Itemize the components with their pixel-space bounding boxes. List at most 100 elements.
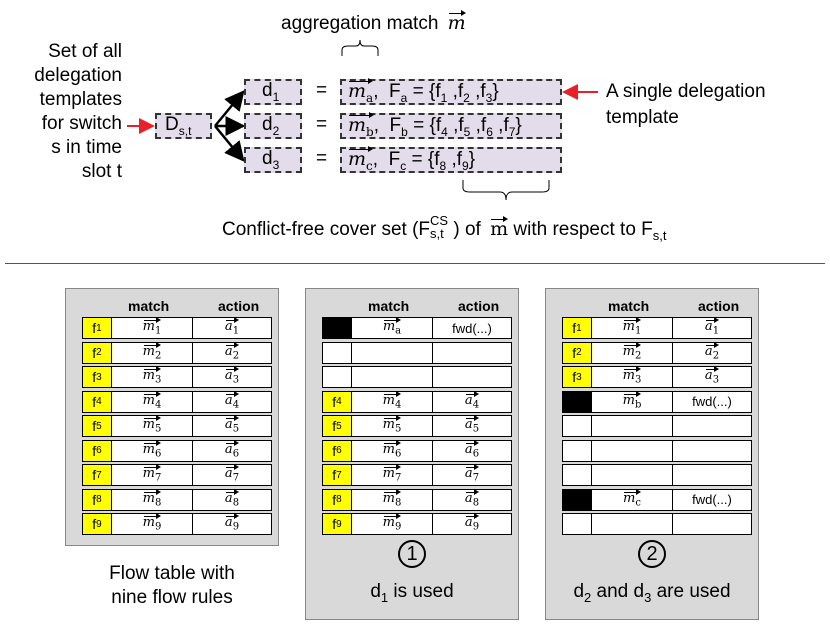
column-header-action: action: [698, 298, 740, 314]
match-cell: m1: [111, 317, 193, 339]
match-cell: [591, 464, 673, 486]
match-cell: m1: [591, 317, 673, 339]
cover-set-brace: [462, 180, 550, 201]
action-cell: fwd(...): [432, 317, 512, 339]
branch-arrow-d3: [214, 125, 245, 162]
match-cell: [351, 341, 433, 364]
delegation-set-description: Set of all delegation templates for swit…: [34, 41, 122, 182]
template-d3-node: d3: [244, 147, 302, 173]
match-cell: m4: [351, 390, 433, 413]
step-two-marker: 2: [638, 540, 666, 568]
single-template-label: A single delegation template: [606, 81, 766, 128]
aggregation-brace: [341, 39, 379, 56]
rule-id-cell: [322, 366, 352, 388]
aggregation-match-label: aggregation match m: [281, 10, 466, 34]
template-d2-node: d2: [244, 113, 302, 139]
match-cell: m5: [111, 415, 193, 437]
rule-id-cell: [562, 439, 592, 462]
equals-sign: =: [316, 148, 328, 169]
action-cell: a9: [432, 513, 512, 535]
action-cell: a5: [432, 415, 512, 437]
action-cell: a6: [192, 439, 272, 462]
template-d1-content: ma, Fa = {f1 ,f2 ,f3}: [340, 77, 562, 105]
table-row: [562, 415, 752, 437]
rule-id-cell: [562, 513, 592, 535]
equals-sign: =: [316, 114, 328, 135]
column-header-match: match: [368, 298, 410, 314]
match-cell: m9: [111, 513, 193, 535]
match-cell: m2: [111, 341, 193, 364]
match-cell: m4: [111, 390, 193, 413]
column-header-match: match: [608, 298, 650, 314]
rule-id-cell: [322, 341, 352, 364]
action-cell: a4: [192, 390, 272, 413]
column-header-match: match: [128, 298, 170, 314]
action-cell: a1: [192, 317, 272, 339]
action-cell: a2: [672, 341, 752, 364]
action-cell: a1: [672, 317, 752, 339]
action-cell: a2: [192, 341, 272, 364]
table-row: [562, 439, 752, 462]
action-cell: [432, 341, 512, 364]
branch-arrow-d1: [214, 90, 245, 127]
action-cell: [672, 513, 752, 535]
table-row: [562, 513, 752, 535]
flow-table-caption: Flow table with nine flow rules: [109, 563, 235, 608]
template-d1-node: d1: [244, 79, 302, 105]
match-cell: mb: [591, 390, 673, 413]
action-cell: a8: [432, 488, 512, 511]
section-divider: [5, 263, 825, 264]
match-cell: [351, 366, 433, 388]
template-d3-content: mc, Fc = {f8 ,f9}: [340, 145, 562, 173]
rule-id-cell: [562, 415, 592, 437]
step-one-marker: 1: [398, 540, 426, 568]
column-header-action: action: [218, 298, 260, 314]
table-row: [322, 366, 512, 388]
table-row: [322, 341, 512, 364]
match-cell: [591, 439, 673, 462]
match-cell: m9: [351, 513, 433, 535]
match-cell: m3: [591, 366, 673, 388]
match-cell: m7: [111, 464, 193, 486]
action-cell: fwd(...): [672, 488, 752, 511]
match-cell: m7: [351, 464, 433, 486]
d2-d3-used-caption: d2 and d3 are used: [573, 581, 731, 605]
action-cell: [672, 464, 752, 486]
match-cell: m8: [111, 488, 193, 511]
rule-id-cell: [562, 390, 592, 413]
delegation-set-node: Ds,t: [155, 113, 212, 139]
match-cell: m2: [591, 341, 673, 364]
match-cell: mc: [591, 488, 673, 511]
equals-sign: =: [316, 80, 328, 101]
action-cell: a4: [432, 390, 512, 413]
